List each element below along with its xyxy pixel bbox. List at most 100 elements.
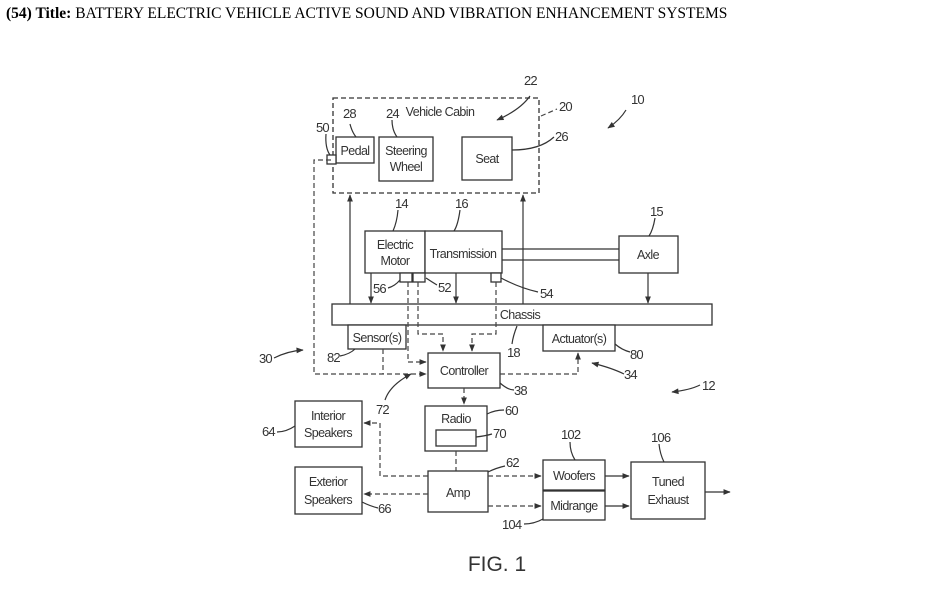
ref-80-leader: [614, 343, 631, 353]
tuned-exhaust-block: [630, 461, 706, 520]
ref-24: 24: [386, 106, 399, 121]
ref-54: 54: [540, 286, 553, 301]
vehicle-cabin-label: Vehicle Cabin: [406, 105, 475, 119]
title-prefix: (54) Title:: [6, 5, 71, 22]
ref-106: 106: [651, 430, 671, 445]
ref-38-leader: [499, 382, 515, 391]
ref-82: 82: [327, 350, 340, 365]
ref-24-leader: [391, 119, 398, 138]
controller-label: Controller: [440, 364, 489, 378]
ref-10-arrow: [607, 109, 627, 129]
midrange-label: Midrange: [550, 499, 598, 513]
ref-102-leader: [569, 441, 576, 461]
ref-72-arrow: [384, 373, 412, 401]
transmission-block: [424, 230, 503, 274]
ref-22-arrow: [496, 95, 531, 121]
ref-64-leader: [276, 425, 296, 433]
figure-caption: FIG. 1: [468, 553, 526, 576]
radio-label: Radio: [441, 412, 471, 426]
ref-10: 10: [631, 92, 644, 107]
ref-34: 34: [624, 367, 637, 382]
amp-to-interior-line: [363, 420, 428, 477]
motor-label-line1: Electric: [377, 238, 414, 252]
sensor-54: [490, 272, 502, 283]
ref-12-arrow: [671, 384, 701, 395]
ref-62-leader: [487, 465, 506, 473]
steering-wheel-block: [378, 136, 434, 182]
sensor54-signal-line: [469, 282, 497, 352]
amp-block: [427, 470, 489, 513]
pedal-label: Pedal: [341, 144, 370, 158]
ref-66-leader: [361, 501, 379, 509]
ref-50-leader: [325, 133, 331, 156]
ref-14-leader: [392, 209, 399, 232]
ref-106-leader: [658, 443, 665, 463]
ref-20-leader: [540, 108, 558, 117]
pedal-signal-line: [313, 159, 427, 377]
ref-52: 52: [438, 280, 451, 295]
ref-62: 62: [506, 455, 519, 470]
ref-15: 15: [650, 204, 663, 219]
title-label: Title:: [35, 5, 72, 22]
sensor-56: [399, 272, 413, 283]
ref-20: 20: [559, 99, 572, 114]
ref-50: 50: [316, 120, 329, 135]
interior-speakers-block: [294, 400, 363, 448]
ref-34-arrow: [591, 361, 625, 375]
interior-label-line1: Interior: [311, 409, 346, 423]
transmission-label: Transmission: [430, 247, 497, 261]
chassis-label: Chassis: [500, 308, 541, 322]
sensor52-signal-line: [417, 282, 446, 352]
ref-15-leader: [648, 217, 656, 237]
exterior-label-line2: Speakers: [304, 493, 352, 507]
ref-28: 28: [343, 106, 356, 121]
ref-38: 38: [514, 383, 527, 398]
radio-module-70: [435, 429, 477, 447]
ref-80: 80: [630, 347, 643, 362]
sensors-label: Sensor(s): [353, 331, 402, 345]
ref-66: 66: [378, 501, 391, 516]
ref-64: 64: [262, 424, 275, 439]
ref-104-leader: [523, 518, 544, 525]
seat-block: [461, 136, 513, 181]
ref-104: 104: [502, 517, 522, 532]
ref-18-leader: [511, 325, 518, 345]
axle-block: [618, 235, 679, 274]
actuators-block: [542, 324, 616, 352]
motor-sensor-signal-line: [407, 282, 427, 365]
ref-30: 30: [259, 351, 272, 366]
exhaust-label-line1: Tuned: [652, 475, 685, 489]
electric-motor-block: [364, 230, 426, 274]
ref-26: 26: [555, 129, 568, 144]
seat-label: Seat: [475, 152, 499, 166]
ref-54-leader: [500, 277, 539, 293]
interior-label-line2: Speakers: [304, 426, 352, 440]
exterior-speakers-block: [294, 466, 363, 515]
steering-label-line1: Steering: [385, 144, 427, 158]
sensor-52: [412, 272, 426, 283]
ref-18: 18: [507, 345, 520, 360]
actuators-label: Actuator(s): [552, 332, 607, 346]
patent-title: (54) Title: BATTERY ELECTRIC VEHICLE ACT…: [6, 5, 727, 23]
ref-14: 14: [395, 196, 408, 211]
chassis-block: [331, 303, 713, 326]
motor-label-line2: Motor: [381, 254, 410, 268]
ref-70-leader: [475, 433, 493, 438]
axle-label: Axle: [637, 248, 660, 262]
ref-16-leader: [453, 209, 461, 232]
title-number: (54): [6, 5, 32, 22]
ref-60: 60: [505, 403, 518, 418]
ref-72: 72: [376, 402, 389, 417]
ref-26-leader: [511, 136, 555, 151]
ref-52-leader: [425, 277, 438, 286]
ref-30-arrow: [273, 347, 304, 359]
ref-60-leader: [486, 409, 505, 415]
sensors-block: [347, 324, 407, 350]
ref-56-leader: [387, 279, 401, 289]
midrange-block: [542, 490, 606, 521]
ref-70: 70: [493, 426, 506, 441]
controller-to-actuator-line: [500, 352, 581, 375]
ref-102: 102: [561, 427, 581, 442]
woofers-block: [542, 459, 606, 491]
